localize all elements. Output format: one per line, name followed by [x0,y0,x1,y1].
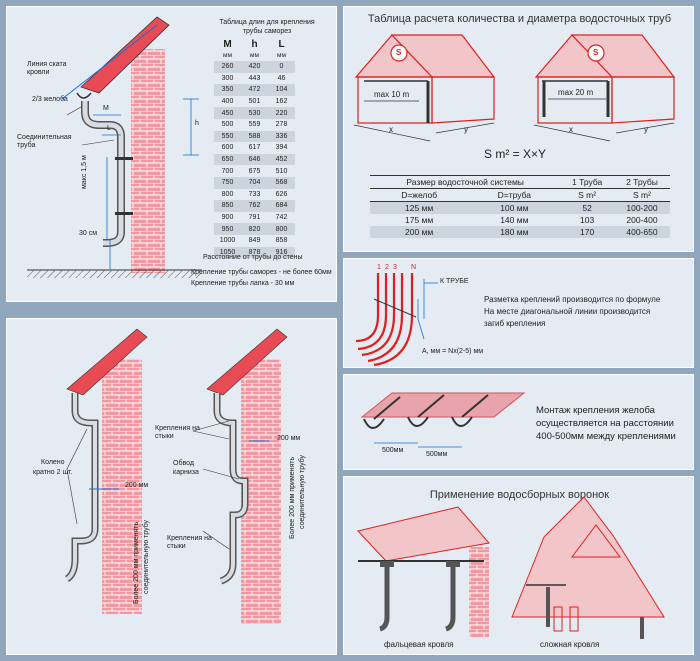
marking-text-1: Разметка креплений производится по форму… [484,295,661,304]
spacing-text-3: 400-500мм между креплениями [536,431,676,442]
more200-right-2: соединительную трубу [299,454,306,529]
distance-clamp: Крепление трубы лапка - 30 мм [191,280,295,287]
panel-funnels: Применение водосборных воронок фальцевая… [343,476,694,655]
spacing-500-2: 500мм [426,451,448,458]
house-drawings [353,34,676,142]
gutter-bracket-drawing [360,392,526,448]
gutter-part-label: 2/3 желоба [32,96,68,103]
dim-l-label: L [107,125,111,132]
x-label-left: x [389,125,393,134]
more200-left: Более 200 мм применять [133,521,140,604]
dim-200-right: 200 мм [277,435,301,442]
dim-m-label: M [103,105,109,112]
calc-title: Таблица расчета количества и диаметра во… [367,13,672,25]
length-table-title: Таблица длин для крепления трубы саморез [219,19,315,35]
s-label-left: S [396,48,402,57]
cornice-label: карниза [173,469,199,476]
y-label-left: y [464,125,468,134]
col-m: M [223,38,232,50]
clamps-joints-bottom-2: стыки [167,543,186,550]
spacing-text-2: осуществляется на расстоянии [536,418,674,429]
max20-label: max 20 m [558,88,594,97]
roof [80,16,170,94]
more200-left-2: соединительную трубу [143,519,150,594]
marking-text-2: На месте диагональной линии производится [484,307,651,316]
connecting-pipe-label: Соединительная труба [17,134,72,149]
dim-h-label: h [195,120,199,127]
max-1-5-label: макс 1,5 м [81,155,88,189]
x-label-right: x [569,125,573,134]
bracket-num-2: 2 [385,264,389,271]
brick-wall [131,49,165,273]
panel-pipe-calc: Таблица расчета количества и диаметра во… [343,6,694,252]
s-label-right: S [593,48,599,57]
marking-text-3: загиб крепления [484,319,546,328]
distance-screw: Крепление трубы саморез - не более 60мм [191,269,332,276]
distance-title: Расстояние от трубы до стены [203,254,303,261]
bracket-num-3: 3 [393,264,397,271]
funnels-title: Применение водосборных воронок [429,489,610,501]
clamps-joints-top-2: стыки [155,433,174,440]
roof-line-label: Линия ската кровли [27,61,67,76]
dim-200-left: 200 мм [125,482,149,489]
bracket-num-n: N [411,264,417,271]
clamps-joints-top: Крепления на [155,425,200,432]
knee-label: Колено [41,459,65,466]
gutter [76,92,92,99]
spacing-text-1: Монтаж крепления желоба [536,405,655,416]
panel-elbows: Колено кратно 2 шт. 200 мм Более 200 мм … [6,318,337,655]
a-formula-label: А, мм = Nx(2-5) мм [422,348,484,355]
house-left [353,34,496,142]
to-pipe-label: К ТРУБЕ [440,278,469,285]
panel-bracket-marking: 1 2 3 N К ТРУБЕ А, мм = Nx(2-5) мм Разме… [343,258,694,368]
funnel-drawings [357,496,665,639]
panel-bracket-spacing: 500мм 500мм Монтаж крепления желоба осущ… [343,374,694,470]
panel-pipe-length: Линия ската кровли 2/3 желоба Соединител… [6,6,337,302]
knee-label-2: кратно 2 шт. [33,469,73,476]
house-right [533,34,676,142]
elbow-drawings [64,328,288,624]
bypass-label: Обвод [173,460,194,467]
y-label-right: y [644,125,648,134]
col-h: h [251,38,258,50]
wall-pipe-drawing [27,16,202,278]
bracket-num-1: 1 [377,264,381,271]
more200-right: Более 200 мм применять [289,456,296,539]
clamps-joints-bottom: Крепления на [167,535,212,542]
area-formula: S m² = X×Y [484,147,547,161]
dim-30-label: 30 см [79,230,98,237]
max10-label: max 10 m [374,90,410,99]
spacing-500-1: 500мм [382,447,404,454]
col-l: L [278,38,285,50]
bracket-bending-drawing [355,273,438,367]
complex-roof-label: сложная кровля [540,640,600,649]
flat-roof-label: фальцевая кровля [384,640,454,649]
